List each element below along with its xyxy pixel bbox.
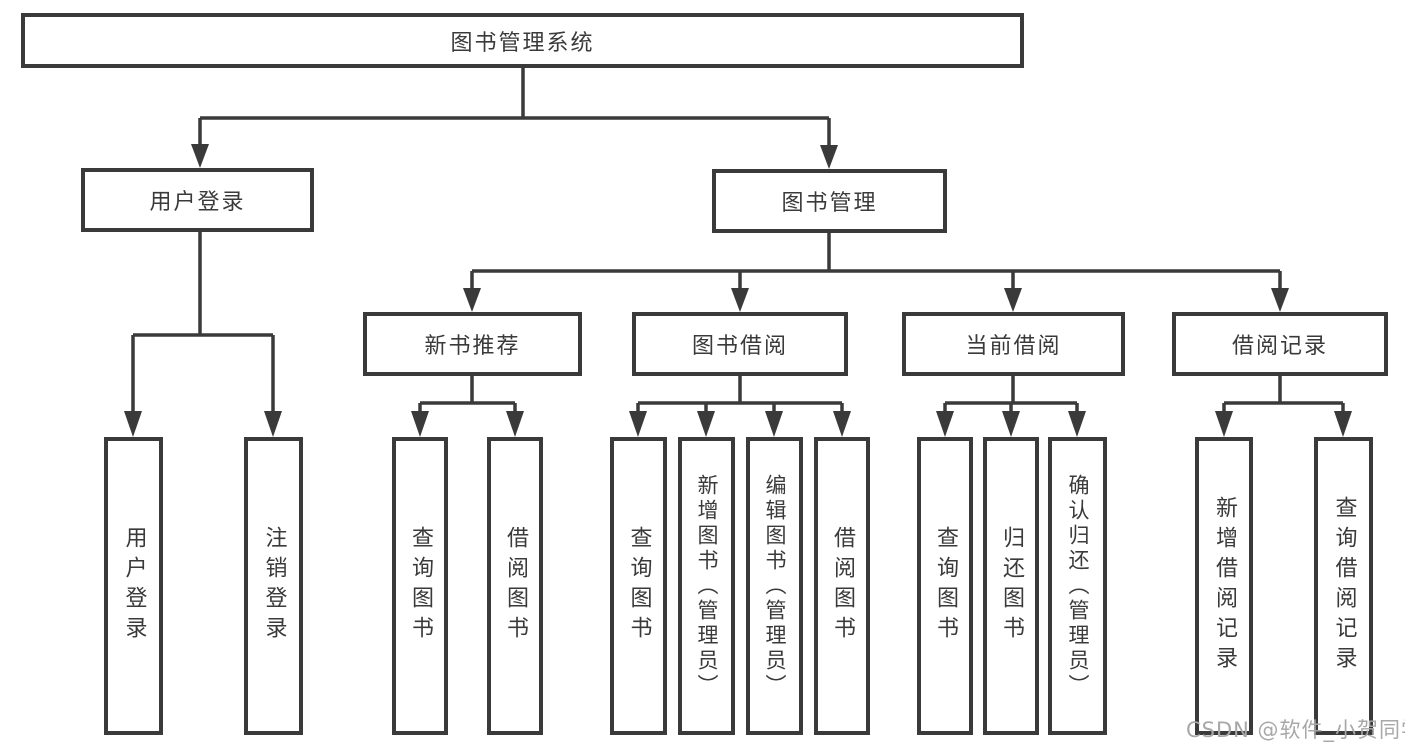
leaf-query-books-3-label: 查询图书 bbox=[933, 526, 958, 646]
leaf-borrow-books-1: 借阅图书 bbox=[487, 437, 543, 735]
leaf-return-books-label: 归还图书 bbox=[999, 526, 1024, 646]
leaf-borrow-books-2-label: 借阅图书 bbox=[830, 526, 855, 646]
leaf-add-books-admin-label: 新增图书（管理员） bbox=[695, 473, 719, 699]
leaf-logout-label: 注销登录 bbox=[261, 526, 287, 646]
node-borrowing-records: 借阅记录 bbox=[1172, 312, 1388, 376]
leaf-user-login-label: 用户登录 bbox=[121, 526, 147, 646]
leaf-edit-books-admin-label: 编辑图书（管理员） bbox=[763, 473, 787, 699]
leaf-user-login: 用户登录 bbox=[104, 437, 163, 735]
leaf-add-books-admin: 新增图书（管理员） bbox=[678, 437, 735, 735]
leaf-query-books-1-label: 查询图书 bbox=[408, 526, 433, 646]
leaf-confirm-return-admin: 确认归还（管理员） bbox=[1048, 437, 1107, 735]
csdn-watermark: CSDN @软件_小贺同学 bbox=[1186, 718, 1405, 742]
leaf-confirm-return-admin-label: 确认归还（管理员） bbox=[1066, 473, 1090, 699]
node-library-system-label: 图书管理系统 bbox=[450, 30, 595, 56]
node-borrowing-records-label: 借阅记录 bbox=[1231, 334, 1328, 359]
leaf-query-books-3: 查询图书 bbox=[917, 437, 973, 735]
leaf-borrow-books-1-label: 借阅图书 bbox=[503, 526, 528, 646]
node-current-borrowing: 当前借阅 bbox=[902, 312, 1125, 376]
node-book-management-label: 图书管理 bbox=[781, 191, 878, 216]
node-new-book-recommend: 新书推荐 bbox=[363, 312, 582, 376]
leaf-query-books-2: 查询图书 bbox=[610, 437, 667, 735]
leaf-query-books-1: 查询图书 bbox=[392, 437, 448, 735]
leaf-edit-books-admin: 编辑图书（管理员） bbox=[746, 437, 803, 735]
node-new-book-recommend-label: 新书推荐 bbox=[424, 334, 521, 359]
leaf-borrow-books-2: 借阅图书 bbox=[814, 437, 870, 735]
node-book-borrowing-label: 图书借阅 bbox=[691, 334, 788, 359]
node-book-management: 图书管理 bbox=[712, 169, 947, 233]
leaf-add-borrow-record: 新增借阅记录 bbox=[1195, 437, 1253, 735]
leaf-query-borrow-record: 查询借阅记录 bbox=[1314, 437, 1373, 735]
node-library-system: 图书管理系统 bbox=[21, 13, 1024, 68]
node-user-login: 用户登录 bbox=[81, 168, 314, 232]
leaf-logout: 注销登录 bbox=[244, 437, 303, 735]
node-current-borrowing-label: 当前借阅 bbox=[965, 334, 1062, 359]
leaf-return-books: 归还图书 bbox=[983, 437, 1039, 735]
leaf-add-borrow-record-label: 新增借阅记录 bbox=[1212, 496, 1237, 676]
node-user-login-label: 用户登录 bbox=[149, 190, 246, 215]
leaf-query-books-2-label: 查询图书 bbox=[626, 526, 652, 646]
leaf-query-borrow-record-label: 查询借阅记录 bbox=[1331, 496, 1357, 676]
node-book-borrowing: 图书借阅 bbox=[632, 312, 848, 376]
